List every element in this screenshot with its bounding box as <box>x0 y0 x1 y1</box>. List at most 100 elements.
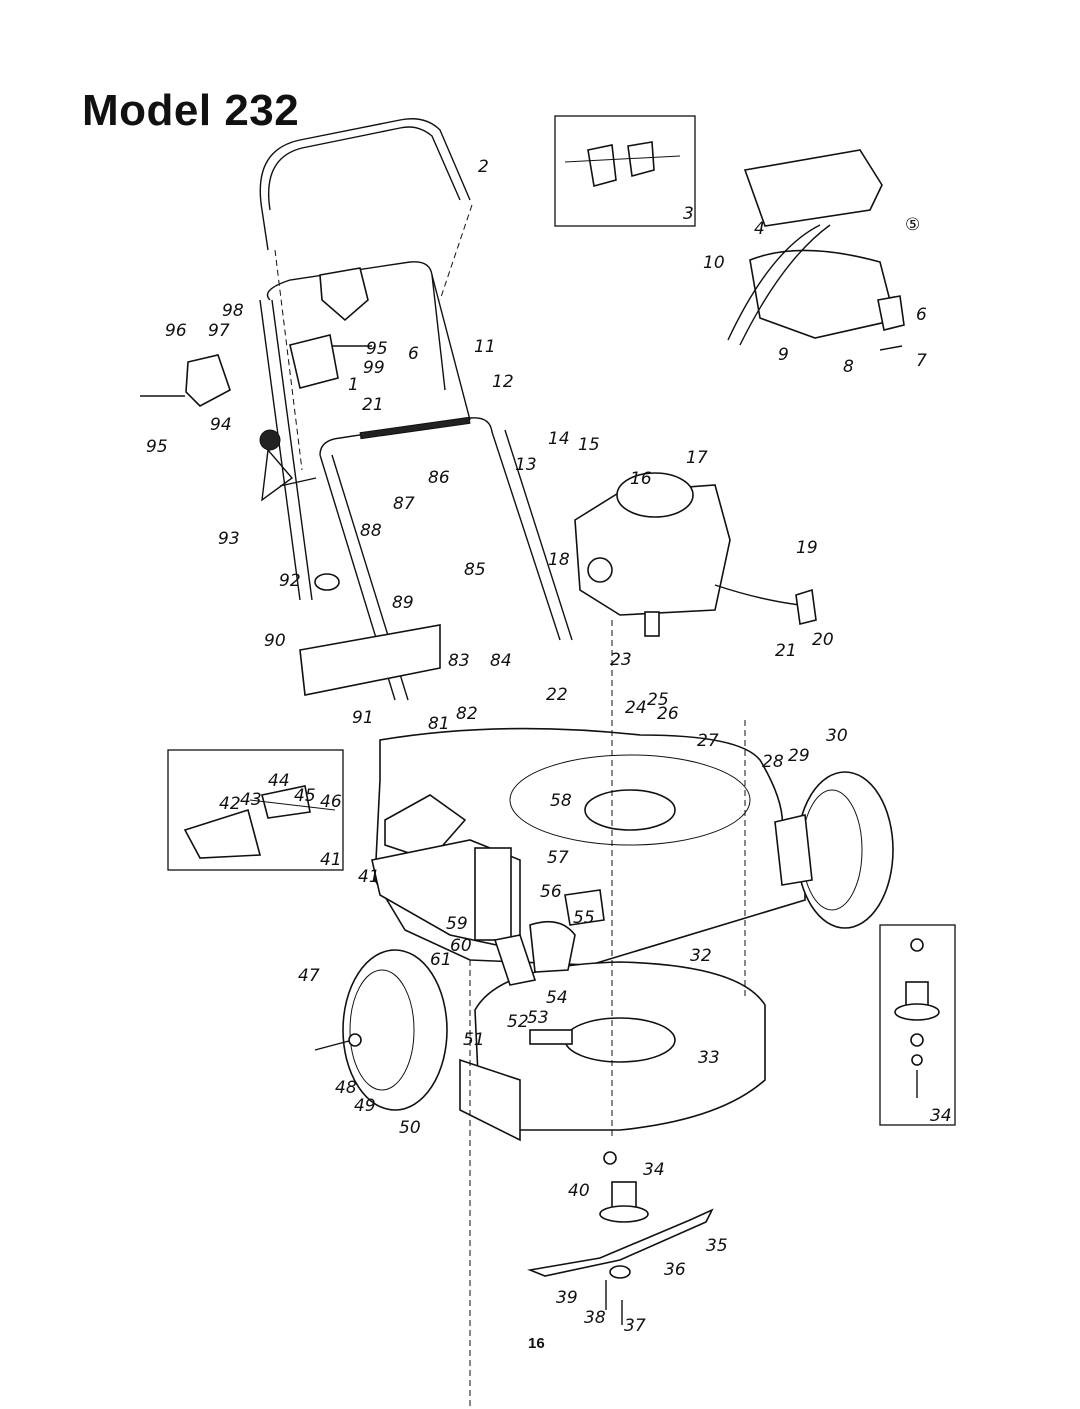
part-callout-32: 32 <box>690 946 712 966</box>
part-callout-21a: 21 <box>362 395 384 415</box>
height-adjuster <box>493 889 605 986</box>
part-callout-28: 28 <box>762 752 784 772</box>
part-callout-84: 84 <box>490 651 512 671</box>
part-callout-39: 39 <box>556 1288 578 1308</box>
part-callout-35: 35 <box>706 1236 728 1256</box>
part-callout-37: 37 <box>624 1316 646 1336</box>
part-callout-11: 11 <box>474 337 496 357</box>
part-callout-93: 93 <box>218 529 240 549</box>
part-callout-60: 60 <box>450 936 472 956</box>
part-callout-2: 2 <box>478 157 489 177</box>
part-callout-51: 51 <box>463 1030 485 1050</box>
part-callout-58: 58 <box>550 791 572 811</box>
page-title: Model 232 <box>82 86 300 135</box>
part-callout-23: 23 <box>610 650 632 670</box>
part-callout-97: 97 <box>208 321 230 341</box>
part-callout-46: 46 <box>320 792 342 812</box>
part-callout-87: 87 <box>393 494 415 514</box>
part-callout-90: 90 <box>264 631 286 651</box>
part-callout-48: 48 <box>335 1078 357 1098</box>
part-callout-20: 20 <box>812 630 834 650</box>
part-callout-95b: 95 <box>146 437 168 457</box>
part-callout-56: 56 <box>540 882 562 902</box>
part-callout-34a: 34 <box>930 1106 952 1126</box>
part-callout-5: ⑤ <box>905 215 920 235</box>
part-callout-43: 43 <box>240 790 262 810</box>
page-number: 16 <box>528 1335 545 1352</box>
inset-box-adapter <box>879 924 956 1126</box>
part-callout-25: 25 <box>647 690 669 710</box>
part-callout-24: 24 <box>625 698 647 718</box>
part-callout-41b: 41 <box>358 867 380 887</box>
middle-handle <box>259 261 471 601</box>
part-callout-6a: 6 <box>916 305 927 325</box>
part-callout-4: 4 <box>754 219 765 239</box>
part-callout-92: 92 <box>279 571 301 591</box>
part-callout-16: 16 <box>630 469 652 489</box>
part-callout-86: 86 <box>428 468 450 488</box>
part-callout-17: 17 <box>686 448 708 468</box>
engine <box>574 472 817 637</box>
part-callout-30: 30 <box>826 726 848 746</box>
part-callout-83: 83 <box>448 651 470 671</box>
part-callout-50: 50 <box>399 1118 421 1138</box>
part-callout-89: 89 <box>392 593 414 613</box>
part-callout-9: 9 <box>778 345 789 365</box>
part-callout-99: 99 <box>363 358 385 378</box>
part-callout-98: 98 <box>222 301 244 321</box>
part-callout-54: 54 <box>546 988 568 1008</box>
part-callout-36: 36 <box>664 1260 686 1280</box>
part-callout-91: 91 <box>352 708 374 728</box>
part-callout-6b: 6 <box>408 344 419 364</box>
part-callout-82: 82 <box>456 704 478 724</box>
part-callout-40: 40 <box>568 1181 590 1201</box>
part-callout-41a: 41 <box>320 850 342 870</box>
part-callout-85: 85 <box>464 560 486 580</box>
part-callout-19: 19 <box>796 538 818 558</box>
part-callout-7: 7 <box>916 351 927 371</box>
part-callout-47: 47 <box>298 966 320 986</box>
part-callout-29: 29 <box>788 746 810 766</box>
part-callout-1: 1 <box>348 375 359 395</box>
rear-right-wheel <box>774 771 894 929</box>
part-callout-15: 15 <box>578 435 600 455</box>
part-callout-59: 59 <box>446 914 468 934</box>
blade-assembly <box>527 1151 714 1325</box>
part-callout-95a: 95 <box>366 339 388 359</box>
part-callout-88: 88 <box>360 521 382 541</box>
deck-skirt <box>459 961 766 1142</box>
part-callout-53: 53 <box>527 1008 549 1028</box>
part-callout-34b: 34 <box>643 1160 665 1180</box>
part-callout-45: 45 <box>294 786 316 806</box>
part-callout-26: 26 <box>657 704 679 724</box>
part-callout-12: 12 <box>492 372 514 392</box>
mower-deck <box>371 727 806 966</box>
part-callout-27: 27 <box>697 731 719 751</box>
part-callout-13: 13 <box>515 455 537 475</box>
part-callout-14: 14 <box>548 429 570 449</box>
part-callout-42: 42 <box>219 794 241 814</box>
part-callout-44: 44 <box>268 771 290 791</box>
part-callout-57: 57 <box>547 848 569 868</box>
part-callout-38: 38 <box>584 1308 606 1328</box>
part-callout-96: 96 <box>165 321 187 341</box>
part-callout-18: 18 <box>548 550 570 570</box>
part-callout-49: 49 <box>354 1096 376 1116</box>
inset-box-discharge-chute <box>167 749 344 871</box>
throttle-control-parts <box>140 334 372 591</box>
part-callout-94: 94 <box>210 415 232 435</box>
part-callout-55: 55 <box>573 908 595 928</box>
part-callout-10: 10 <box>703 253 725 273</box>
grass-bag-frame-assembly <box>727 149 905 351</box>
upper-handle <box>259 118 473 471</box>
inset-box-control <box>554 115 696 227</box>
part-callout-52: 52 <box>507 1012 529 1032</box>
part-callout-21b: 21 <box>775 641 797 661</box>
part-callout-22: 22 <box>546 685 568 705</box>
part-callout-8: 8 <box>843 357 854 377</box>
front-left-wheel <box>314 949 448 1111</box>
part-callout-33: 33 <box>698 1048 720 1068</box>
